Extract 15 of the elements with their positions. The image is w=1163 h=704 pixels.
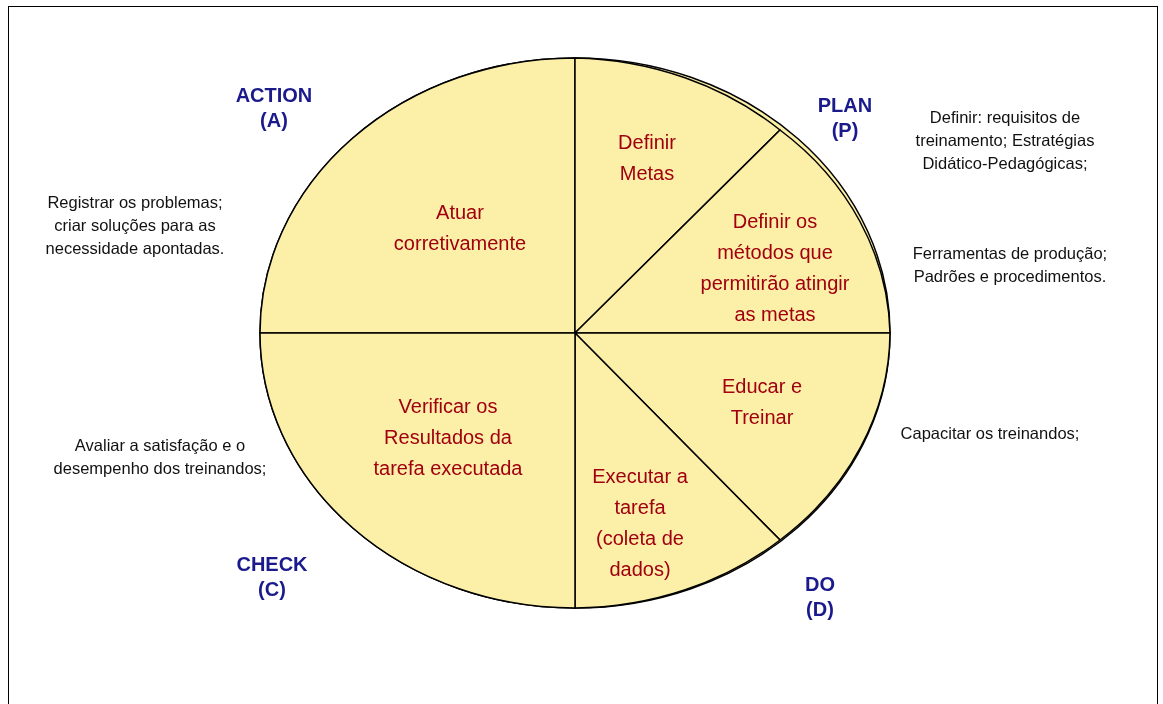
sector-text: Definir os métodos que permitirão atingir as metas bbox=[700, 209, 850, 327]
sector-text: Verificar os Resultados da tarefa executada bbox=[372, 393, 524, 481]
phase-heading: CHECK (C) bbox=[235, 552, 309, 602]
note-text: Capacitar os treinandos; bbox=[899, 422, 1081, 444]
note-text: Definir: requisitos de treinamento; Estratégias Didático-Pedagógicas; bbox=[914, 106, 1096, 174]
phase-heading: DO (D) bbox=[804, 572, 836, 622]
note-text: Registrar os problemas; criar soluções para as necessidade apontadas. bbox=[44, 191, 226, 259]
sector-text: Atuar corretivamente bbox=[392, 200, 528, 256]
phase-heading: ACTION (A) bbox=[234, 83, 314, 133]
note-text: Ferramentas de produção; Padrões e procedimentos. bbox=[911, 243, 1109, 287]
note-text: Avaliar a satisfação e o desempenho dos treinandos; bbox=[52, 435, 268, 479]
sector-text: Executar a tarefa (coleta de dados) bbox=[591, 464, 689, 582]
phase-heading: PLAN (P) bbox=[816, 93, 874, 143]
sector-text: Educar e Treinar bbox=[720, 374, 804, 430]
sector-text: Definir Metas bbox=[617, 130, 677, 186]
